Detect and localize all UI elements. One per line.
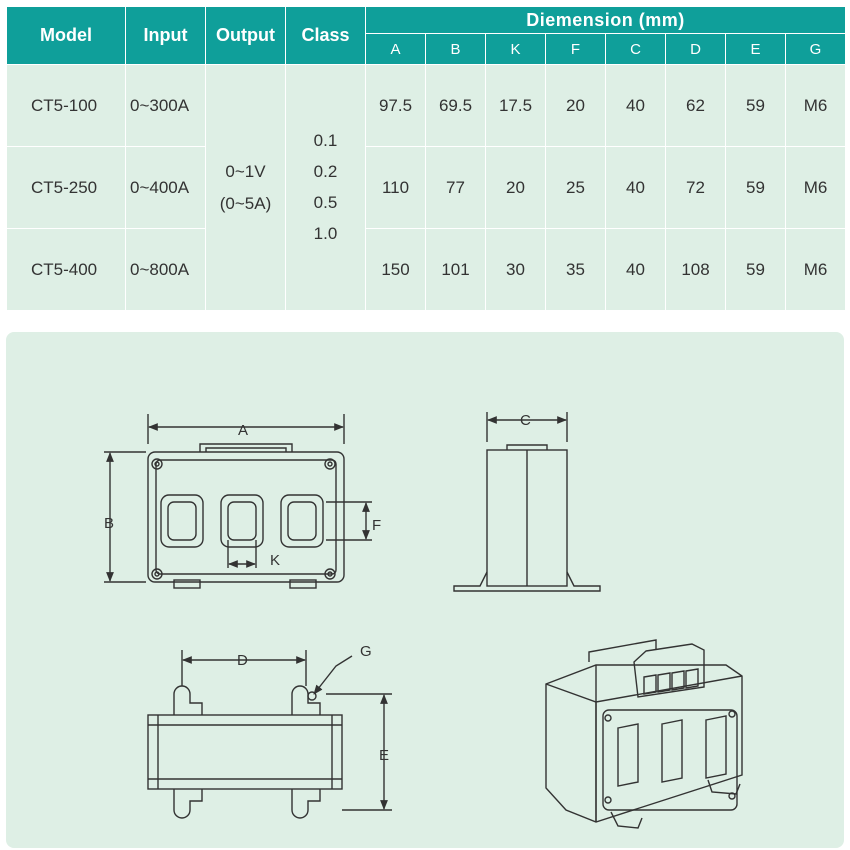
class-value: 0.2 xyxy=(313,162,338,181)
cell-dim-e: 59 xyxy=(726,147,785,228)
bottom-view xyxy=(147,650,392,819)
cell-dim-d: 62 xyxy=(666,65,725,146)
cell-dim-k: 20 xyxy=(486,147,545,228)
header-output: Output xyxy=(206,7,285,64)
cell-model: CT5-400 xyxy=(7,229,125,310)
cell-dim-d: 108 xyxy=(666,229,725,310)
drawing-panel: A B F K C D G E xyxy=(6,332,844,848)
cell-dim-k: 17.5 xyxy=(486,65,545,146)
cell-dim-a: 110 xyxy=(366,147,425,228)
cell-dim-g: M6 xyxy=(786,147,846,228)
dim-col-f: F xyxy=(546,34,605,64)
cell-dim-d: 72 xyxy=(666,147,725,228)
cell-output: 0~1V (0~5A) xyxy=(206,65,285,310)
dim-col-b: B xyxy=(426,34,485,64)
label-f: F xyxy=(372,517,381,534)
header-dimension: Diemension (mm) xyxy=(366,7,846,33)
header-input: Input xyxy=(126,7,205,64)
label-c: C xyxy=(520,412,531,429)
cell-dim-b: 101 xyxy=(426,229,485,310)
table-row: CT5-400 0~800A 150 101 30 35 40 108 59 M… xyxy=(7,229,846,310)
cell-dim-f: 25 xyxy=(546,147,605,228)
cell-dim-k: 30 xyxy=(486,229,545,310)
label-g: G xyxy=(360,643,372,660)
cell-input: 0~300A xyxy=(126,65,205,146)
cell-dim-g: M6 xyxy=(786,65,846,146)
cell-dim-c: 40 xyxy=(606,65,665,146)
front-view xyxy=(104,414,372,589)
dim-col-a: A xyxy=(366,34,425,64)
dimension-columns-row: A B K F C D E G xyxy=(7,34,846,64)
cell-input: 0~800A xyxy=(126,229,205,310)
cell-dim-c: 40 xyxy=(606,229,665,310)
class-value: 1.0 xyxy=(313,224,338,243)
cell-model: CT5-250 xyxy=(7,147,125,228)
header-model: Model xyxy=(7,7,125,64)
cell-dim-b: 69.5 xyxy=(426,65,485,146)
header-row: Model Input Output Class Diemension (mm) xyxy=(7,7,846,64)
header-class: Class xyxy=(286,7,365,64)
technical-drawing: A B F K C D G E xyxy=(104,412,743,829)
cell-dim-b: 77 xyxy=(426,147,485,228)
cell-dim-e: 59 xyxy=(726,229,785,310)
cell-dim-a: 150 xyxy=(366,229,425,310)
cell-dim-g: M6 xyxy=(786,229,846,310)
cell-dim-e: 59 xyxy=(726,65,785,146)
cell-dim-f: 35 xyxy=(546,229,605,310)
dim-col-c: C xyxy=(606,34,665,64)
cell-class: 0.1 0.2 0.5 1.0 xyxy=(286,65,365,310)
class-value: 0.1 xyxy=(313,131,338,150)
dim-col-k: K xyxy=(486,34,545,64)
cell-input: 0~400A xyxy=(126,147,205,228)
label-b: B xyxy=(104,515,114,532)
dim-col-e: E xyxy=(726,34,785,64)
output-voltage: 0~1V xyxy=(225,161,266,181)
table-row: CT5-100 0~300A 0~1V (0~5A) 0.1 0.2 0.5 1… xyxy=(7,65,846,310)
spec-table: Model Input Output Class Diemension (mm)… xyxy=(6,6,847,311)
label-e: E xyxy=(379,747,389,764)
label-k: K xyxy=(270,552,280,569)
label-a: A xyxy=(238,422,248,439)
label-d: D xyxy=(237,652,248,669)
cell-model: CT5-100 xyxy=(7,65,125,146)
table-row: CT5-250 0~400A 110 77 20 25 40 72 59 M6 xyxy=(7,147,846,228)
output-current: (0~5A) xyxy=(219,193,272,213)
dim-col-d: D xyxy=(666,34,725,64)
side-view xyxy=(453,412,601,592)
class-value: 0.5 xyxy=(313,193,338,212)
cell-dim-f: 20 xyxy=(546,65,605,146)
isometric-view xyxy=(545,639,743,829)
cell-dim-c: 40 xyxy=(606,147,665,228)
cell-dim-a: 97.5 xyxy=(366,65,425,146)
dim-col-g: G xyxy=(786,34,846,64)
